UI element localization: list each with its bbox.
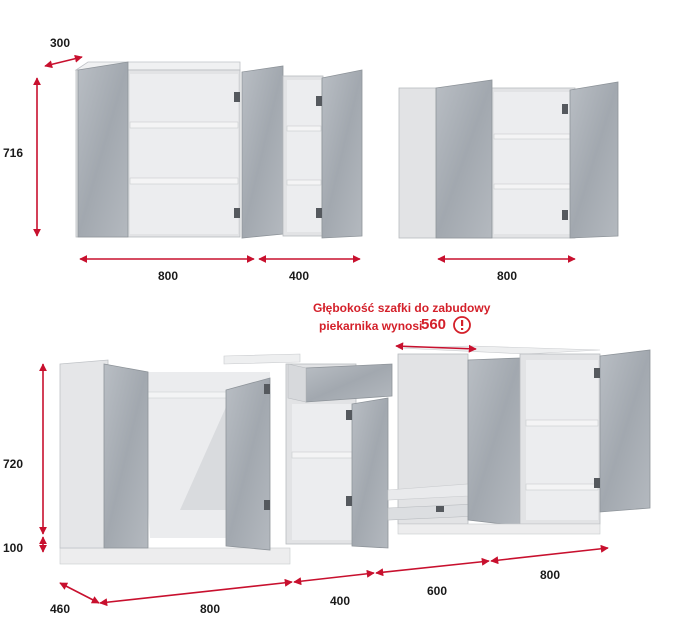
wall-cabinet-800-right (398, 79, 619, 239)
hinge-icon (264, 384, 270, 394)
hinge-icon (316, 208, 322, 218)
note-line-1: Głębokość szafki do zabudowy (313, 301, 491, 315)
label-base-width-3: 600 (427, 584, 448, 598)
label-plinth-height: 100 (3, 541, 24, 555)
hinge-icon (562, 210, 568, 220)
arrow-wall-depth (44, 54, 83, 69)
hinge-icon (234, 208, 240, 218)
arrow-base-depth (59, 582, 100, 604)
wall-cabinet-400 (282, 69, 363, 239)
base-cabinet-400-drawer (223, 353, 393, 549)
dimension-arrows (33, 54, 609, 607)
hinge-icon (264, 500, 270, 510)
hinge-icon (346, 410, 352, 420)
label-base-width-2: 400 (330, 594, 351, 608)
hinge-icon (594, 368, 600, 378)
arrow-oven-depth (395, 342, 477, 353)
label-wall-width-1: 800 (158, 269, 179, 283)
label-base-width-4: 800 (540, 568, 561, 582)
hinge-icon (316, 96, 322, 106)
arrow-base-width-4 (490, 544, 609, 565)
hinge-icon (346, 496, 352, 506)
label-wall-width-3: 800 (497, 269, 518, 283)
exclamation-circle-icon (453, 316, 471, 334)
arrow-base-width-3 (375, 557, 490, 577)
base-cabinet-800-right (397, 349, 651, 535)
label-base-height: 720 (3, 457, 24, 471)
hinge-icon (562, 104, 568, 114)
base-cabinet-600-oven (387, 345, 601, 527)
wall-cabinet-800-left (74, 61, 284, 239)
arrow-base-width-2 (293, 569, 375, 586)
hinge-icon (594, 478, 600, 488)
drawer-front (305, 363, 393, 403)
label-wall-depth: 300 (50, 36, 71, 50)
hinge-icon (234, 92, 240, 102)
arrow-base-width-1 (99, 578, 293, 607)
label-base-width-1: 800 (200, 602, 221, 616)
label-wall-height: 716 (3, 146, 24, 160)
note-value: 560 (421, 316, 447, 333)
note-line-2: piekarnika wynosi (319, 319, 423, 333)
base-cabinet-800 (59, 359, 291, 565)
label-base-depth: 460 (50, 602, 71, 616)
label-wall-width-2: 400 (289, 269, 310, 283)
